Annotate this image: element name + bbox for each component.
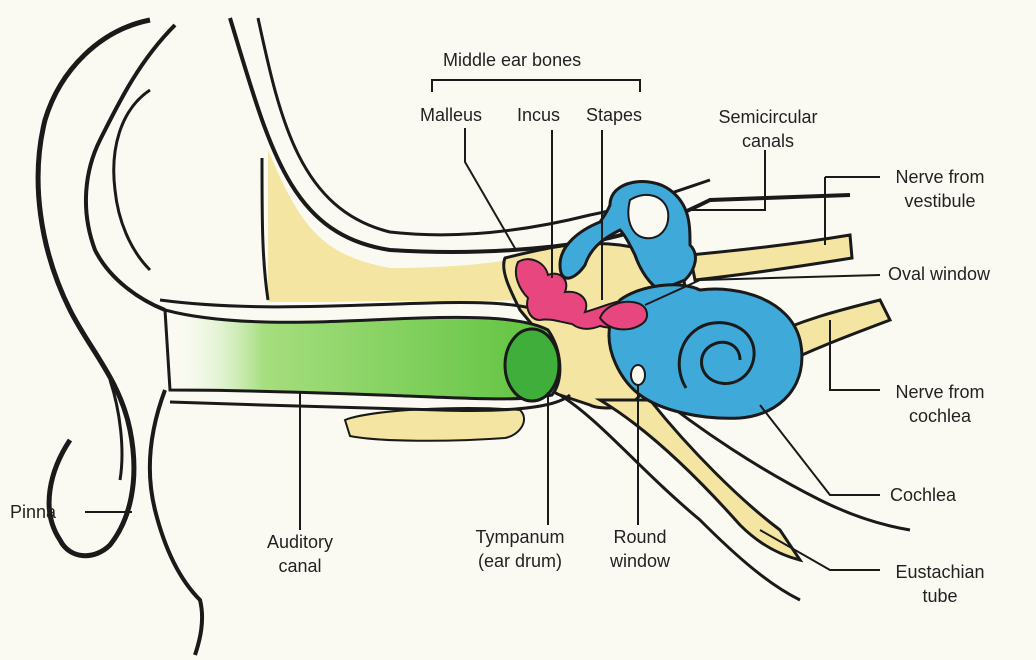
- label-nerve-cochlea: Nerve from cochlea: [880, 380, 1000, 428]
- auditory-canal-shape: [165, 310, 560, 399]
- label-auditory-line1: Auditory: [250, 530, 350, 554]
- label-auditory-line2: canal: [250, 554, 350, 578]
- semicircular-loop: [628, 195, 668, 238]
- bracket-line: [432, 80, 640, 92]
- label-semicircular-line2: canals: [698, 129, 838, 153]
- round-window-shape: [631, 365, 645, 385]
- canal-wall-top: [160, 300, 560, 320]
- label-semicircular-line1: Semicircular: [698, 105, 838, 129]
- bone-strip-lower: [345, 408, 524, 441]
- label-nerve-cochlea-line1: Nerve from: [880, 380, 1000, 404]
- vestibular-nerve: [690, 235, 852, 280]
- label-tympanum: Tympanum (ear drum): [455, 525, 585, 573]
- pinna-lobe: [150, 390, 202, 655]
- label-nerve-cochlea-line2: cochlea: [880, 404, 1000, 428]
- label-eustachian-tube: Eustachian tube: [880, 560, 1000, 608]
- label-cochlea: Cochlea: [890, 483, 956, 507]
- label-tympanum-line1: Tympanum: [455, 525, 585, 549]
- pinna-inner-fold: [114, 90, 150, 270]
- label-eustachian-line1: Eustachian: [880, 560, 1000, 584]
- leader-cochlea: [760, 405, 880, 495]
- pinna-fold: [86, 25, 175, 310]
- label-malleus: Malleus: [420, 103, 482, 127]
- label-oval-window: Oval window: [888, 262, 990, 286]
- label-middle-ear-bones: Middle ear bones: [443, 48, 581, 72]
- label-round-line2: window: [590, 549, 690, 573]
- label-round-line1: Round: [590, 525, 690, 549]
- label-semicircular-canals: Semicircular canals: [698, 105, 838, 153]
- label-round-window: Round window: [590, 525, 690, 573]
- label-auditory-canal: Auditory canal: [250, 530, 350, 578]
- label-nerve-vestibule-line2: vestibule: [880, 189, 1000, 213]
- label-pinna: Pinna: [10, 500, 56, 524]
- label-incus: Incus: [517, 103, 560, 127]
- label-nerve-vestibule: Nerve from vestibule: [880, 165, 1000, 213]
- temporal-outline: [262, 158, 268, 300]
- label-nerve-vestibule-line1: Nerve from: [880, 165, 1000, 189]
- label-stapes: Stapes: [586, 103, 642, 127]
- eardrum-shape: [505, 329, 559, 401]
- label-eustachian-line2: tube: [880, 584, 1000, 608]
- pinna-shape: [38, 20, 150, 556]
- label-tympanum-line2: (ear drum): [455, 549, 585, 573]
